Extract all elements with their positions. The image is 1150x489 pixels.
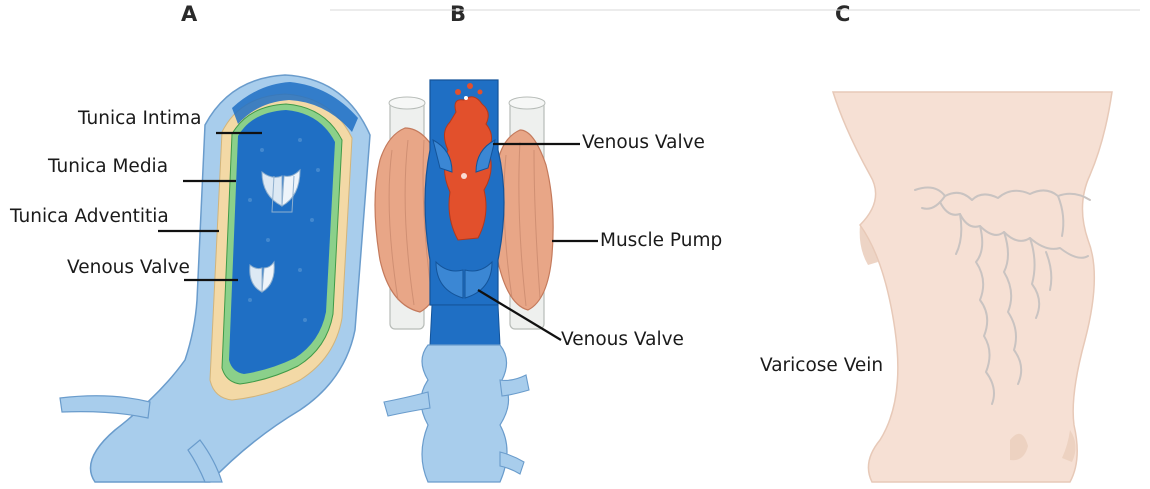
label-venous-valve-a: Venous Valve bbox=[67, 259, 190, 278]
vein-a-branch bbox=[60, 396, 150, 418]
label-venous-valve-b-bottom: Venous Valve bbox=[561, 331, 684, 350]
panel-c-leg-illustration bbox=[833, 92, 1112, 482]
panel-b-muscle-pump-illustration bbox=[375, 80, 598, 482]
vein-b-side-branch-right bbox=[500, 375, 529, 396]
leg-skin bbox=[833, 92, 1112, 482]
vein-b-light bbox=[421, 345, 509, 482]
blood-highlight bbox=[461, 173, 467, 179]
label-varicose-vein: Varicose Vein bbox=[760, 357, 883, 376]
label-muscle-pump: Muscle Pump bbox=[600, 232, 722, 251]
label-tunica-media: Tunica Media bbox=[48, 158, 168, 177]
vein-b-lower bbox=[430, 305, 500, 345]
label-venous-valve-b-top: Venous Valve bbox=[582, 134, 705, 153]
label-tunica-adventitia: Tunica Adventitia bbox=[10, 208, 169, 227]
panel-a-vein-illustration bbox=[60, 75, 370, 482]
label-tunica-intima: Tunica Intima bbox=[78, 110, 201, 129]
